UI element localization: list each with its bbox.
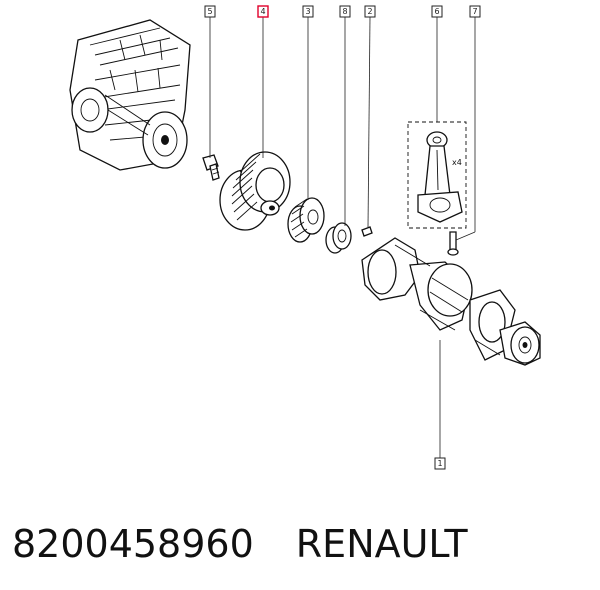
svg-text:6: 6 [434, 7, 439, 16]
crankshaft [361, 237, 541, 366]
brand-name: RENAULT [295, 522, 468, 566]
svg-text:8: 8 [342, 7, 347, 16]
exploded-parts-diagram: x4 5 4 3 [69, 5, 541, 470]
svg-text:4: 4 [260, 7, 265, 16]
crankshaft-pulley [219, 151, 291, 231]
crankshaft-seal [325, 222, 352, 254]
part-caption: 8200458960 RENAULT [12, 518, 468, 570]
connecting-rod [417, 131, 463, 223]
svg-text:7: 7 [472, 7, 477, 16]
svg-text:2: 2 [367, 7, 372, 16]
pulley-bolt [202, 154, 220, 181]
engine-block-illustration [69, 19, 191, 171]
callout-1: 1 [434, 457, 446, 470]
callout-5: 5 [204, 5, 216, 18]
svg-text:3: 3 [305, 7, 310, 16]
callout-3: 3 [302, 5, 314, 18]
svg-text:1: 1 [437, 459, 442, 468]
timing-sprocket [287, 197, 325, 243]
callout-6: 6 [431, 5, 443, 18]
callout-8: 8 [339, 5, 351, 18]
callout-2: 2 [364, 5, 376, 18]
leader-lines [209, 16, 476, 458]
quantity-note: x4 [452, 158, 462, 167]
callout-7: 7 [469, 5, 481, 18]
part-number: 8200458960 [12, 522, 254, 566]
callout-4: 4 [257, 5, 269, 18]
woodruff-key [361, 226, 373, 237]
connecting-rod-bolt [447, 231, 459, 256]
svg-text:5: 5 [207, 7, 212, 16]
